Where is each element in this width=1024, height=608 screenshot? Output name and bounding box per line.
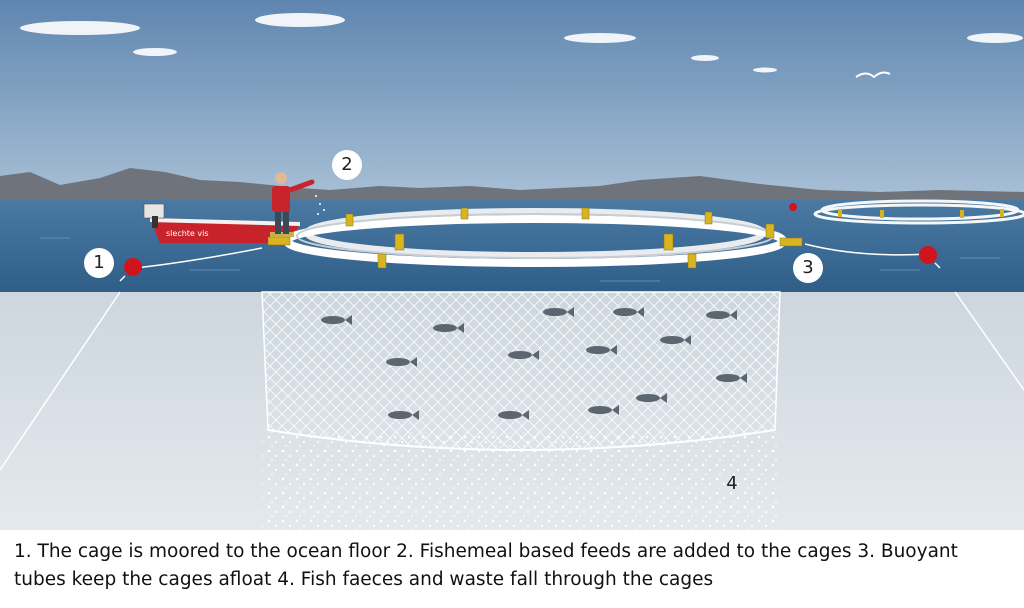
fish	[660, 335, 691, 345]
marker-1: 1	[84, 248, 114, 278]
feed-pellets	[315, 195, 325, 215]
fish	[388, 410, 419, 420]
sky	[0, 0, 1024, 200]
mooring-lines	[0, 243, 1024, 471]
buoy-left	[119, 258, 142, 282]
fish	[706, 310, 737, 320]
fish	[716, 373, 747, 383]
clouds	[20, 13, 1023, 73]
fish	[588, 405, 619, 415]
fish	[321, 315, 352, 325]
fish	[543, 307, 574, 317]
boat: slechte vis	[143, 203, 300, 243]
fish	[586, 345, 617, 355]
seagull-icon	[855, 71, 891, 79]
fish-group	[321, 307, 747, 420]
distant-clamps	[838, 209, 1004, 218]
net-cage	[261, 291, 781, 451]
fish	[613, 307, 644, 317]
fish-farm-illustration: slechte vis	[0, 0, 1024, 530]
net-bottom-rim	[267, 429, 776, 451]
marker-3: 3	[793, 253, 823, 283]
fish	[636, 393, 667, 403]
fish	[386, 357, 417, 367]
marker-2: 2	[332, 150, 362, 180]
marker-4: 4	[726, 473, 738, 494]
fish	[498, 410, 529, 420]
distant-cage	[813, 199, 1024, 225]
waves	[40, 237, 1000, 282]
mountains	[0, 168, 1024, 202]
fish	[433, 323, 464, 333]
buoy-right	[919, 246, 941, 269]
figure-caption: 1. The cage is moored to the ocean floor…	[14, 541, 958, 590]
float-clamps	[267, 207, 803, 269]
worker	[270, 172, 325, 237]
buoy-far	[789, 203, 797, 211]
boat-name-label: slechte vis	[166, 229, 209, 238]
fish	[508, 350, 539, 360]
